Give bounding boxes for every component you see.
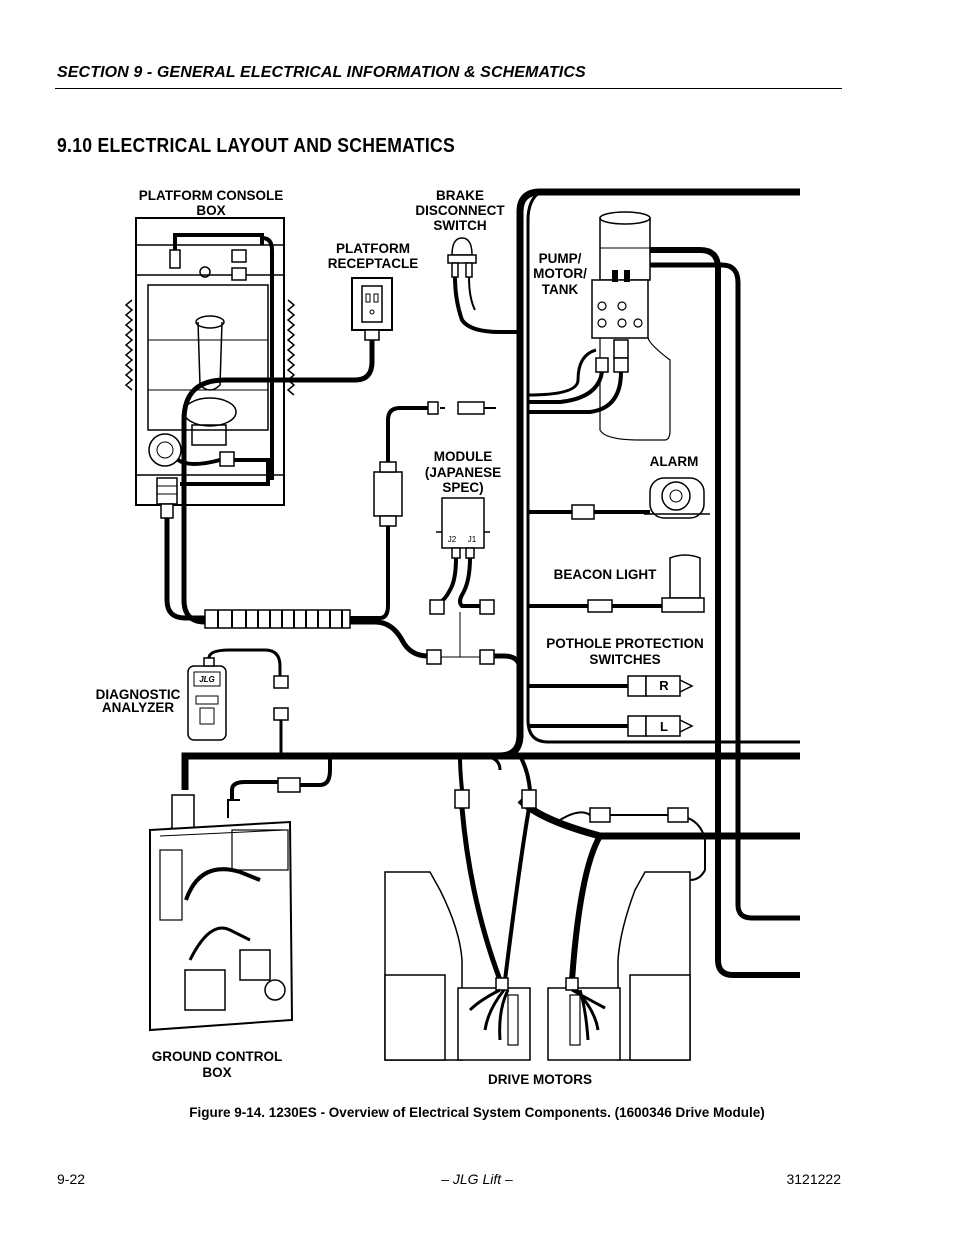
label-pothole-r: R	[659, 678, 669, 693]
label-ground-control-1: GROUND CONTROL	[152, 1049, 283, 1064]
label-alarm: ALARM	[650, 454, 699, 469]
label-module-3: SPEC)	[442, 480, 483, 495]
label-platform-receptacle-1: PLATFORM	[336, 241, 410, 256]
label-analyzer-logo: JLG	[199, 675, 215, 684]
figure-caption: Figure 9-14. 1230ES - Overview of Electr…	[189, 1105, 765, 1120]
footer-publisher: – JLG Lift –	[441, 1171, 513, 1187]
label-j1: J1	[468, 535, 477, 544]
diagnostic-analyzer	[187, 648, 289, 756]
label-module-1: MODULE	[434, 449, 493, 464]
label-pump-1: PUMP/	[539, 251, 582, 266]
label-beacon-light: BEACON LIGHT	[554, 567, 658, 582]
platform-receptacle	[351, 277, 393, 341]
label-pump-3: TANK	[542, 282, 579, 297]
alarm	[528, 477, 710, 520]
label-platform-console-box-1: PLATFORM CONSOLE	[139, 188, 284, 203]
label-drive-motors: DRIVE MOTORS	[488, 1072, 592, 1087]
label-pothole-1: POTHOLE PROTECTION	[546, 636, 704, 651]
label-platform-receptacle-2: RECEPTACLE	[328, 256, 419, 271]
page-number: 9-22	[57, 1171, 86, 1187]
label-j2: J2	[448, 535, 457, 544]
label-pump-2: MOTOR/	[533, 266, 587, 281]
pump-motor-tank	[527, 211, 671, 441]
japanese-module	[429, 497, 495, 615]
label-pothole-l: L	[660, 719, 668, 734]
label-diagnostic-1: DIAGNOSTIC	[96, 687, 181, 702]
doc-number: 3121222	[786, 1171, 841, 1187]
page-title: 9.10 ELECTRICAL LAYOUT AND SCHEMATICS	[57, 135, 455, 157]
drive-motors	[384, 755, 706, 1061]
brake-disconnect-switch	[447, 237, 520, 334]
diagram-labels: PLATFORM CONSOLE BOX BRAKE DISCONNECT SW…	[96, 188, 704, 1087]
beacon-light	[528, 554, 705, 613]
section-header: SECTION 9 - GENERAL ELECTRICAL INFORMATI…	[57, 64, 586, 81]
label-pothole-2: SWITCHES	[589, 652, 660, 667]
pothole-switches	[528, 675, 694, 737]
platform-harness	[181, 340, 523, 671]
label-platform-console-box-2: BOX	[196, 203, 225, 218]
label-ground-control-2: BOX	[202, 1065, 231, 1080]
label-brake-1: BRAKE	[436, 188, 484, 203]
platform-console-box	[124, 217, 296, 621]
header-rule	[55, 88, 842, 89]
label-diagnostic-2: ANALYZER	[102, 700, 175, 715]
label-module-2: (JAPANESE	[425, 465, 501, 480]
label-brake-3: SWITCH	[433, 218, 486, 233]
ground-control-box	[149, 756, 332, 1032]
label-brake-2: DISCONNECT	[415, 203, 505, 218]
